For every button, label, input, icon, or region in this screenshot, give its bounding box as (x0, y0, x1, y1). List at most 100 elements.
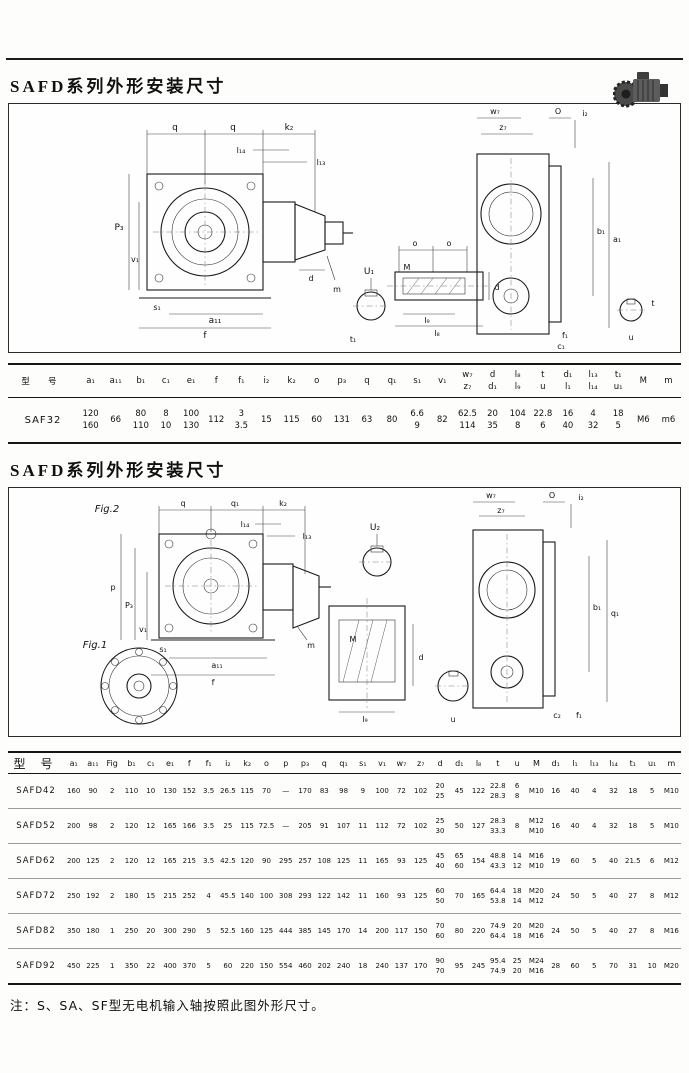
column-header: e₁ (165, 758, 175, 768)
table-cell: 3.5 (203, 787, 215, 795)
dim-label: w₇ (486, 491, 496, 500)
table-cell: 8 (649, 892, 655, 900)
table-cell: 200 (66, 822, 81, 830)
table-cell: 117 (394, 927, 409, 935)
table-cell: 52.5 (220, 927, 236, 935)
dim-label: P₃ (125, 601, 133, 610)
column-header: b₁ (136, 376, 146, 386)
table-cell: 5 (649, 822, 655, 830)
dim-label: o (413, 239, 418, 248)
dim-label: P₃ (114, 223, 123, 233)
table-cell: 18 (628, 787, 638, 795)
model-name: SAFD72 (16, 891, 56, 901)
table-cell: 100 (259, 892, 274, 900)
table-cell: 22 (146, 962, 156, 970)
column-header: l₈ (475, 758, 482, 768)
top-divider (6, 58, 683, 60)
table-cell: 95 (454, 962, 464, 970)
table-cell: 83 (319, 787, 329, 795)
column-header: f (187, 758, 191, 768)
column-header: s₁ (413, 376, 422, 386)
table-cell: 14 (358, 927, 368, 935)
table-cell: 11 (358, 857, 368, 865)
table-cell: 50 (570, 927, 580, 935)
table-cell: 19 (551, 857, 561, 865)
table-cell: 122 (317, 892, 331, 900)
footer-note: 注：S、SA、SF型无电机输入轴按照此图外形尺寸。 (10, 998, 325, 1013)
column-header: f (214, 376, 218, 386)
table-cell: 115 (240, 787, 254, 795)
dim-label: l₁₄ (241, 520, 250, 529)
table-cell: 192 (86, 892, 100, 900)
table-cell: 10 (647, 962, 657, 970)
table-cell: 80 (454, 927, 464, 935)
table-cell: 27 (628, 927, 638, 935)
table-cell: M6 (636, 415, 650, 425)
table-cell: 32 (609, 787, 618, 795)
dim-label: a₁₁ (211, 661, 222, 670)
table-cell: 225 (86, 962, 100, 970)
table-cell: M12 (663, 892, 679, 900)
table-cell: 16 (551, 787, 561, 795)
table-cell: 245 (471, 962, 486, 970)
table-cell: 5 (592, 892, 597, 900)
table-cell: M10 (663, 822, 679, 830)
table-cell: 82 (436, 415, 448, 425)
table-cell: 120 (124, 857, 139, 865)
column-header: d (437, 758, 443, 768)
column-header: t₁ (629, 758, 636, 768)
table-cell: 308 (279, 892, 293, 900)
dim-label: z₇ (497, 506, 504, 515)
table-cell: 460 (298, 962, 312, 970)
table-cell: 26.5 (220, 787, 236, 795)
column-header: q₁ (339, 758, 348, 768)
table-cell: 202 (317, 962, 331, 970)
table-cell: 42.5 (220, 857, 236, 865)
table-cell: 131 (333, 415, 350, 425)
table-cell: 170 (336, 927, 351, 935)
model-name: SAFD82 (16, 926, 56, 936)
column-header: z₇ (417, 758, 425, 768)
dim-label: l₁₃ (317, 158, 326, 167)
table-cell: 370 (182, 962, 197, 970)
dim-label: q₁ (231, 499, 239, 508)
table-cell: M10 (663, 787, 679, 795)
table-cell: 2 (109, 822, 115, 830)
table-cell: 295 (279, 857, 293, 865)
dim-label: i₂ (578, 493, 583, 502)
dim-label: c₁ (557, 342, 565, 351)
dim-label: l₉ (362, 715, 367, 724)
table-cell: 25 (223, 822, 233, 830)
table-cell: 120 (240, 857, 254, 865)
table-cell: 250 (66, 892, 81, 900)
table-cell: 32 (609, 822, 618, 830)
column-header: q (321, 758, 327, 768)
table-cell: 93 (396, 892, 406, 900)
table-cell: 63 (361, 415, 373, 425)
table-cell: 300 (163, 927, 177, 935)
table-cell: 220 (471, 927, 486, 935)
table-cell: 200 (375, 927, 389, 935)
table-cell: 350 (124, 962, 139, 970)
model-name: SAFD92 (16, 961, 56, 971)
column-header: f₁ (205, 758, 212, 768)
table-cell: 100 (375, 787, 389, 795)
table-cell: 8 (649, 927, 655, 935)
fig2-label: Fig.2 (95, 504, 119, 515)
table-cell: 293 (298, 892, 312, 900)
table-cell: 108 (317, 857, 331, 865)
table-cell: m6 (661, 415, 676, 425)
column-header: m (664, 376, 673, 386)
